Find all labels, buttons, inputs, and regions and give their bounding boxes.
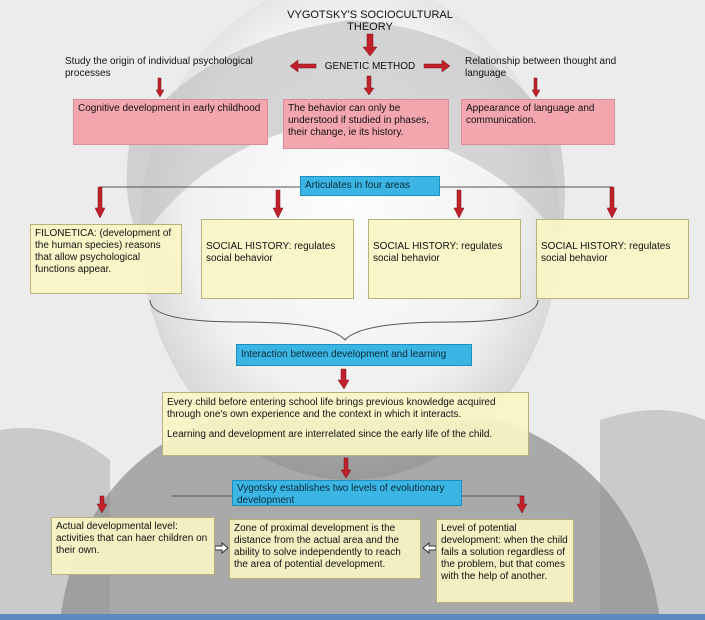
- arrow-method-right: [423, 59, 451, 73]
- prior-knowledge-text: Every child before entering school life …: [167, 397, 496, 420]
- arrow-area-3: [453, 189, 465, 219]
- actual-level-box: Actual developmental level: activities t…: [51, 517, 215, 575]
- learning-development-text: Learning and development are interrelate…: [167, 429, 493, 440]
- arrow-method-left: [289, 59, 317, 73]
- arrow-potential-down: [516, 495, 528, 514]
- connector-lines: [100, 186, 612, 497]
- interaction-label: Interaction between development and lear…: [236, 344, 472, 366]
- outline-arrows: [214, 541, 437, 555]
- diagram-title: VYGOTSKY'S SOCIOCULTURAL THEORY: [287, 9, 453, 33]
- arrow-area-2: [272, 189, 284, 219]
- arrow-left-down: [155, 77, 165, 98]
- prior-knowledge-box: Every child before entering school life …: [162, 392, 529, 456]
- arrow-knowledge-down: [340, 457, 352, 479]
- arrow-area-1: [94, 186, 106, 219]
- genetic-method-label: GENETIC METHOD: [324, 61, 416, 72]
- arrow-title-down: [362, 33, 378, 57]
- arrow-interaction-down: [337, 368, 350, 390]
- side-arrows: [289, 59, 451, 73]
- area-social-history-box: SOCIAL HISTORY: regulates social behavio…: [368, 219, 521, 299]
- two-levels-label: Vygotsky establishes two levels of evolu…: [232, 480, 462, 506]
- language-communication-box: Appearance of language and communication…: [461, 99, 615, 145]
- origin-processes-text: Study the origin of individual psycholog…: [65, 56, 253, 79]
- area-filonetica-box: FILONETICA: (development of the human sp…: [30, 224, 182, 294]
- bottom-bar: [0, 614, 705, 620]
- arrow-potential-to-zone: [422, 541, 437, 555]
- down-arrows: [94, 33, 618, 514]
- arrow-right-down: [531, 77, 541, 98]
- arrow-actual-to-zone: [214, 541, 229, 555]
- arrow-actual-down: [96, 495, 108, 514]
- proximal-zone-box: Zone of proximal development is the dist…: [229, 519, 421, 579]
- arrow-area-4: [606, 186, 618, 219]
- behavior-phases-box: The behavior can only be understood if s…: [283, 99, 449, 149]
- thought-language-text: Relationship between thought and languag…: [465, 56, 617, 79]
- potential-level-box: Level of potential development: when the…: [436, 519, 574, 603]
- area-social-history-box: SOCIAL HISTORY: regulates social behavio…: [536, 219, 689, 299]
- articulates-areas-label: Articulates in four areas: [300, 176, 440, 196]
- cognitive-development-box: Cognitive development in early childhood: [73, 99, 268, 145]
- arrow-method-down: [363, 75, 375, 96]
- area-social-history-box: SOCIAL HISTORY: regulates social behavio…: [201, 219, 354, 299]
